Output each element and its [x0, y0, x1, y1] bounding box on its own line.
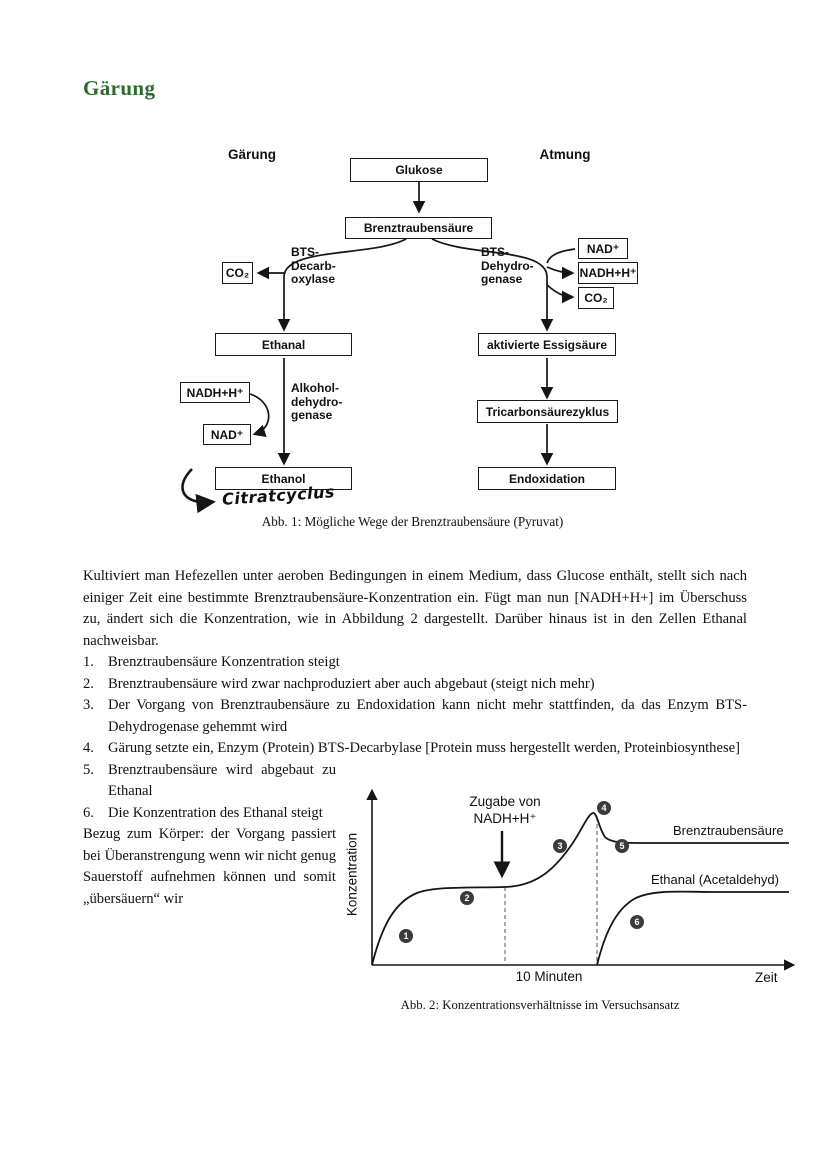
enzyme-alkohol-dehydrogenase: Alkohol- dehydro- genase	[291, 381, 343, 422]
diagram-header-gaerung: Gärung	[227, 147, 276, 162]
node-nadh-right: NADH+H⁺	[578, 262, 638, 284]
node-aktivierte-essigsaeure: aktivierte Essigsäure	[478, 333, 616, 356]
figure1-caption: Abb. 1: Mögliche Wege der Brenztraubensä…	[261, 514, 564, 529]
diagram-arrows	[181, 182, 576, 514]
node-tricarbonsaeurezyklus: Tricarbonsäurezyklus	[477, 400, 618, 423]
zugabe-annotation: Zugabe von NADH+H⁺	[469, 794, 541, 826]
arrow-bts-to-ethanal	[277, 238, 407, 332]
node-co2-left: CO₂	[222, 262, 253, 284]
list-item: 3. Der Vorgang von Brenztraubensäure zu …	[83, 695, 747, 738]
list-item-text: Brenztraubensäure Konzentration steigt	[108, 654, 340, 670]
curve-marker-3: 3	[553, 839, 567, 853]
arrow-to-nadh-right	[546, 266, 575, 280]
list-item: 2. Brenztraubensäure wird zwar nachprodu…	[83, 674, 747, 696]
node-ethanal: Ethanal	[215, 333, 352, 356]
series-label-ethanal: Ethanal (Acetaldehyd)	[651, 872, 779, 887]
list-item-text: Brenztraubensäure wird abgebaut zu Ethan…	[108, 761, 336, 800]
curve-marker-5: 5	[615, 839, 629, 853]
node-co2-right: CO₂	[578, 287, 614, 309]
enzyme-bts-decarboxylase: BTS- Decarb- oxylase	[291, 245, 336, 286]
curve-marker-2: 2	[460, 891, 474, 905]
curve-brenztraubensaeure	[371, 812, 789, 966]
node-nad-right: NAD⁺	[578, 238, 628, 259]
curve-marker-6: 6	[630, 915, 644, 929]
list-item-text: Brenztraubensäure wird zwar nachproduzie…	[108, 675, 595, 692]
list-item-number: 5.	[83, 761, 94, 778]
node-nad-left: NAD⁺	[203, 424, 251, 445]
arrow-bts-to-essigsaeure	[431, 238, 554, 332]
y-axis-label: Konzentration	[344, 832, 360, 917]
enzyme-bts-dehydrogenase: BTS- Dehydro- genase	[481, 245, 534, 286]
concentration-chart: Konzentration Zeit Zugabe von NADH+H⁺ Br…	[335, 775, 820, 1015]
body-text: Kultiviert man Hefezellen unter aeroben …	[83, 566, 747, 910]
list-item-number: 2.	[83, 675, 94, 692]
list-item-number: 3.	[83, 697, 94, 713]
node-nadh-left: NADH+H⁺	[180, 382, 250, 403]
pathway-diagram: Gärung Atmung Glukose Brenztraubensäure …	[150, 145, 695, 530]
list-item-text: Gärung setzte ein, Enzym (Protein) BTS-D…	[108, 740, 740, 756]
list-item-text: Der Vorgang von Brenztraubensäure zu End…	[108, 697, 747, 735]
node-endoxidation: Endoxidation	[478, 467, 616, 490]
handwritten-arrow	[181, 468, 216, 514]
list-item-number: 4.	[83, 740, 94, 756]
node-glukose: Glukose	[350, 158, 488, 182]
intro-paragraph: Kultiviert man Hefezellen unter aeroben …	[83, 568, 747, 649]
list-item-text: Die Konzentration des Ethanal steigt	[108, 804, 323, 821]
page-title: Gärung	[83, 76, 156, 100]
curve-marker-1: 1	[399, 929, 413, 943]
list-item-number: 6.	[83, 804, 94, 821]
curve-ethanal	[596, 890, 789, 966]
list-item: 1. Brenztraubensäure Konzentration steig…	[83, 652, 747, 674]
interval-label: 10 Minuten	[515, 969, 583, 984]
arrow-nad-right-in	[546, 248, 576, 264]
list-item: 5. Brenztraubensäure wird abgebaut zu Et…	[83, 760, 336, 803]
koerper-bezug-paragraph: Bezug zum Körper: der Vorgang passiert b…	[83, 826, 336, 907]
curve-marker-4: 4	[597, 801, 611, 815]
arrow-to-co2-right	[546, 284, 575, 304]
series-label-brenztraubensaeure: Brenztraubensäure	[673, 823, 784, 838]
list-item-number: 1.	[83, 654, 94, 670]
chart-canvas	[366, 788, 796, 971]
list-item: 4. Gärung setzte ein, Enzym (Protein) BT…	[83, 738, 747, 760]
x-axis-label: Zeit	[755, 970, 778, 985]
arrow-nadh-to-nad-left	[249, 393, 270, 437]
list-item: 6. Die Konzentration des Ethanal steigt	[83, 803, 336, 825]
left-column: 5. Brenztraubensäure wird abgebaut zu Et…	[83, 760, 336, 911]
node-ethanol: Ethanol	[215, 467, 352, 490]
figure2-caption: Abb. 2: Konzentrationsverhältnisse im Ve…	[400, 998, 680, 1012]
diagram-header-atmung: Atmung	[539, 147, 591, 162]
node-brenztraubensaeure: Brenztraubensäure	[345, 217, 492, 239]
